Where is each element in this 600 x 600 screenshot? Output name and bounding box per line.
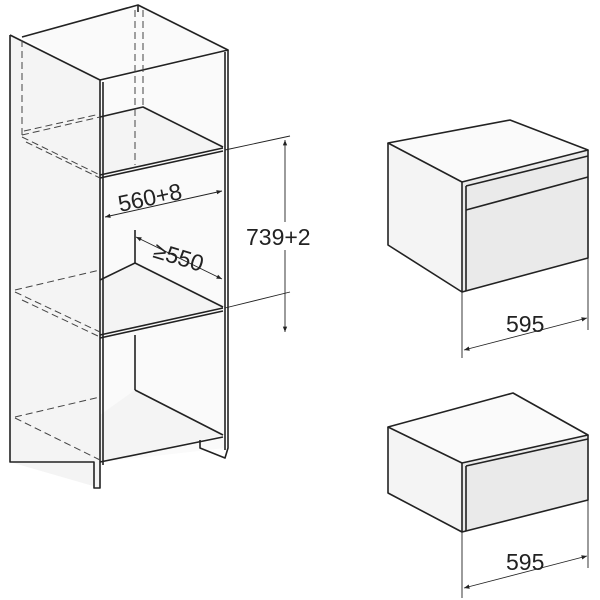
appliance-top: 595 xyxy=(387,119,589,358)
lower-shelf xyxy=(100,263,223,335)
tall-cabinet: 560+8 ≥550 739+2 xyxy=(9,4,330,489)
appliance-top-width-arrow xyxy=(463,317,588,351)
appliance-bottom: 595 xyxy=(387,392,589,598)
cabinet-left-panel xyxy=(10,35,100,488)
cabinet-bottom xyxy=(100,390,223,462)
appliance-bottom-width-arrow xyxy=(463,555,588,589)
appliance-bottom-width-label: 595 xyxy=(506,549,544,575)
upper-shelf xyxy=(100,107,223,175)
niche-depth-arrow xyxy=(135,236,223,280)
niche-width-arrow xyxy=(104,190,223,218)
niche-height-label: 739+2 xyxy=(246,224,311,250)
appliance-top-width-label: 595 xyxy=(506,311,544,337)
